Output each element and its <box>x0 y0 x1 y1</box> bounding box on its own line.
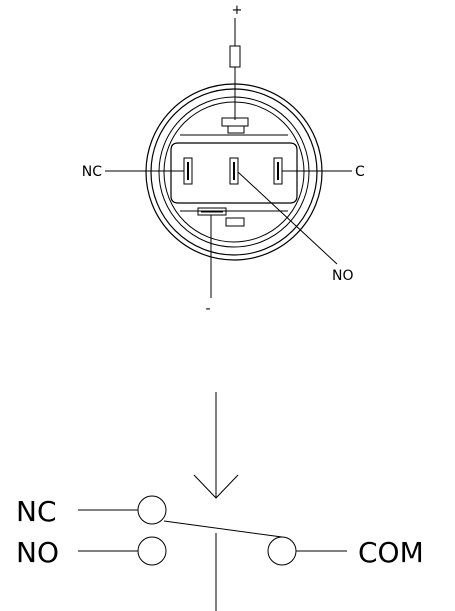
switch-schematic: NC NO COM <box>16 392 424 611</box>
com-contact <box>267 536 297 566</box>
plus-label: + <box>232 3 243 18</box>
led-minus-terminal <box>197 207 227 216</box>
c-label: C <box>355 164 365 180</box>
contact-base-plate <box>170 142 298 204</box>
led-resistor <box>229 45 241 68</box>
led-plus-terminal-base <box>227 125 245 134</box>
connector-pinout: + NC C NO - <box>82 3 365 317</box>
housing-ring-2 <box>150 88 318 256</box>
schematic-nc-label: NC <box>16 495 57 528</box>
no-contact <box>137 536 167 566</box>
no-pin <box>229 157 239 185</box>
nc-contact <box>137 495 167 525</box>
minus-label: - <box>205 301 210 317</box>
no-label: NO <box>332 268 354 284</box>
no-leader-line <box>237 171 338 265</box>
actuator-arrow-head <box>193 474 239 499</box>
housing-outer-ring <box>145 83 323 261</box>
housing-ring-3 <box>158 96 310 248</box>
led-minus-terminal-base <box>225 217 245 227</box>
nc-label: NC <box>82 164 102 180</box>
switch-blade <box>163 520 283 538</box>
housing-inner-ring <box>163 101 305 243</box>
schematic-com-label: COM <box>358 536 424 569</box>
schematic-no-label: NO <box>16 536 59 569</box>
